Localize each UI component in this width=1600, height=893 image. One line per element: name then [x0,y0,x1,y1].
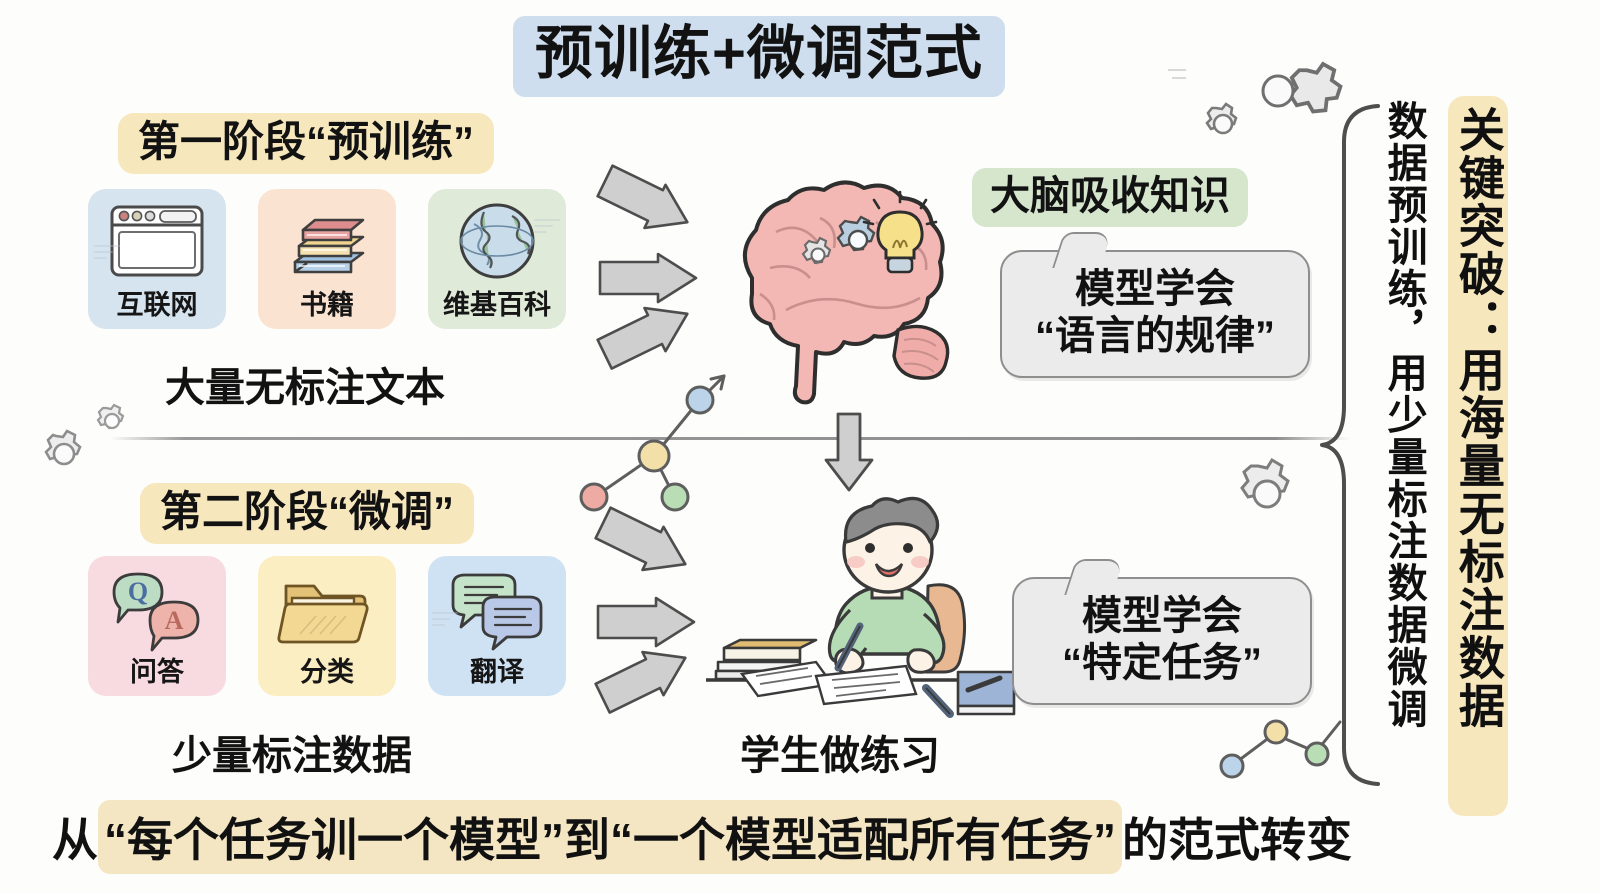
bubble-line-2: “语言的规律” [1035,314,1275,359]
section-divider [110,437,1350,440]
hatch-decor [432,612,458,628]
browser-window-icon [88,197,226,285]
stage-2-header: 第二阶段“微调” [140,483,475,545]
arrow-icon [596,250,716,310]
bottom-caption: 从 “每个任务训一个模型”到“一个模型适配所有任务” 的范式转变 [52,800,1352,874]
bottom-highlight: “每个任务训一个模型”到“一个模型适配所有任务” [98,800,1122,874]
arrow-icon [594,506,714,590]
student-writing-icon [700,496,1030,723]
stage-1-caption: 大量无标注文本 [165,366,445,410]
arrow-icon [594,594,714,654]
bubble-tail [1064,559,1124,595]
curly-brace [1320,100,1390,790]
bubble-line-1: 模型学会 [1082,594,1242,638]
bubble-line-1: 模型学会 [1075,267,1235,311]
folder-icon [258,564,396,652]
svg-text:A: A [165,606,184,635]
arrow-icon [596,164,716,248]
right-note-left: 数据预训练，用少量标注数据微调 [1381,100,1426,730]
node-graph-icon [1216,712,1356,802]
card-label: 互联网 [116,290,198,320]
arrow-icon [596,300,716,370]
hatch-decor [534,219,560,235]
book-stack-icon [258,197,396,285]
speech-bubble-pretraining: 模型学会 “语言的规律” [1000,232,1310,379]
card-translation[interactable]: 翻译 [428,556,566,696]
arrow-down-icon [818,410,880,496]
gears-icon [1168,46,1343,166]
card-qa[interactable]: Q A 问答 [88,556,226,696]
student-caption: 学生做练习 [740,734,940,778]
chat-bubbles-icon [428,564,566,652]
card-classification[interactable]: 分类 [258,556,396,696]
gears-icon [28,398,148,488]
speech-bubble-finetuning: 模型学会 “特定任务” [1012,559,1312,706]
bubble-line-2: “特定任务” [1062,641,1262,686]
right-note-key-breakthrough: 关键突破：用海量无标注数据 [1448,96,1508,816]
stage-2-caption: 少量标注数据 [172,734,412,778]
lightbulb-icon [862,190,938,274]
qa-speech-bubbles-icon: Q A [88,564,226,652]
card-wikipedia[interactable]: 维基百科 [428,189,566,329]
card-label: 分类 [300,657,354,687]
bottom-prefix: 从 [52,814,98,866]
card-books[interactable]: 书籍 [258,189,396,329]
globe-icon [428,197,566,285]
hatch-decor [94,245,120,261]
page-title: 预训练+微调范式 [513,16,1005,97]
gear-icon [1222,452,1312,542]
card-label: 书籍 [300,290,354,320]
card-internet[interactable]: 互联网 [88,189,226,329]
bottom-suffix: 的范式转变 [1122,814,1352,866]
card-label: 问答 [130,657,184,687]
brain-label: 大脑吸收知识 [972,168,1248,227]
arrow-icon [594,644,714,714]
bubble-tail [1052,232,1112,268]
card-label: 维基百科 [443,290,551,320]
node-graph-icon [556,368,746,513]
svg-text:Q: Q [128,577,148,606]
card-label: 翻译 [470,657,524,687]
brain-with-gears-and-bulb-icon [700,160,990,405]
stage-1-header: 第一阶段“预训练” [118,113,495,175]
